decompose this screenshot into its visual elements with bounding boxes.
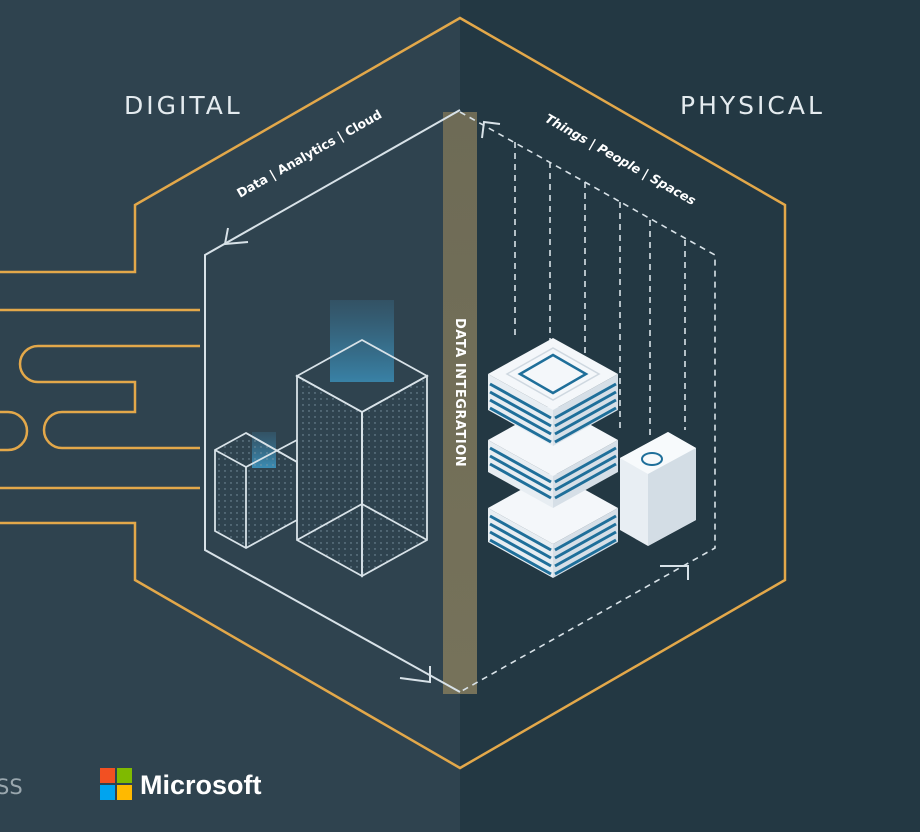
cut-off-text: SS	[0, 775, 23, 799]
physical-building	[488, 338, 696, 578]
microsoft-logo-icon	[100, 768, 132, 800]
arrow-corner-icon	[399, 666, 431, 684]
digital-bracket	[204, 109, 461, 693]
wireframe-buildings	[214, 300, 429, 578]
circuit-traces	[0, 308, 200, 490]
physical-bracket	[459, 111, 716, 693]
arrow-corner-icon	[223, 227, 249, 246]
arrow-corner-icon	[660, 565, 689, 580]
digital-heading: DIGITAL	[124, 91, 243, 120]
hexagon-outline	[0, 16, 787, 770]
data-integration-label: DATA INTEGRATION	[452, 318, 467, 467]
physical-heading: PHYSICAL	[680, 91, 825, 120]
arrow-corner-icon	[481, 120, 501, 139]
brand-name: Microsoft	[140, 770, 262, 800]
data-integration-band	[443, 112, 477, 694]
annex-circle-icon	[641, 452, 663, 466]
